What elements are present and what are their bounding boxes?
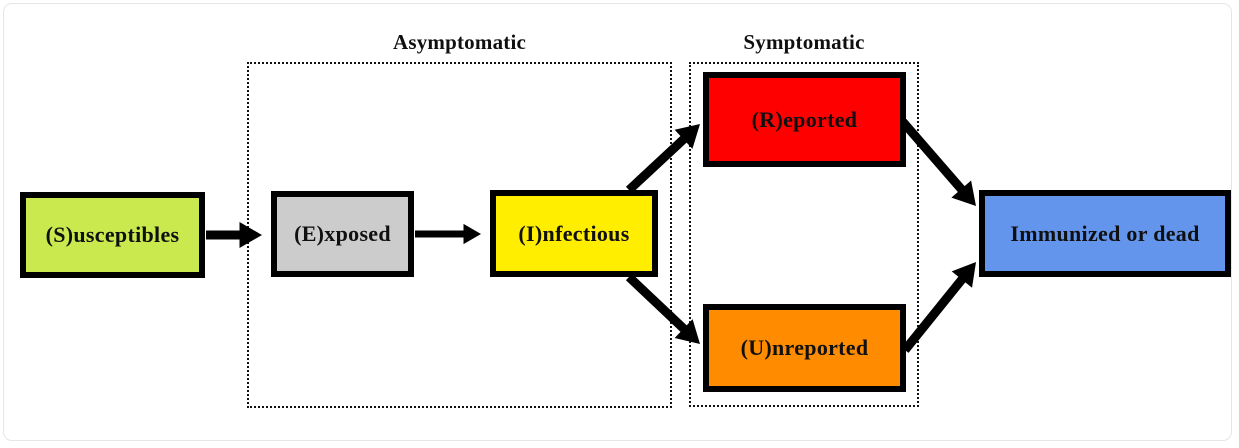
node-label-infectious: (I)nfectious (518, 220, 630, 246)
arrow-head-infectious-to-reported (674, 124, 700, 149)
arrow-head-reported-to-immunized (951, 180, 976, 206)
arrow-head-exposed-to-infectious (463, 223, 481, 245)
node-reported[interactable]: (R)eported (703, 72, 906, 167)
arrow-line-unreported-to-immunized (901, 275, 967, 353)
group-label-asymptomatic: Asymptomatic (392, 30, 527, 54)
arrow-line-infectious-to-reported (625, 135, 688, 194)
arrow-head-infectious-to-unreported (674, 319, 700, 344)
node-unreported[interactable]: (U)nreported (703, 304, 906, 392)
node-exposed[interactable]: (E)xposed (271, 191, 414, 277)
arrow-line-reported-to-immunized (899, 119, 966, 194)
node-immunized-or-dead[interactable]: Immunized or dead (979, 190, 1231, 277)
node-susceptibles[interactable]: (S)usceptibles (20, 192, 205, 278)
node-label-exposed: (E)xposed (294, 221, 391, 246)
arrow-line-infectious-to-unreported (625, 273, 688, 333)
node-label-susceptibles: (S)usceptibles (45, 222, 180, 247)
node-infectious[interactable]: (I)nfectious (490, 190, 658, 277)
group-region-symptomatic (689, 62, 919, 407)
arrow-head-susceptibles-to-exposed (239, 221, 262, 249)
node-label-reported: (R)eported (751, 106, 858, 132)
node-label-unreported: (U)nreported (740, 335, 869, 360)
arrow-head-unreported-to-immunized (951, 262, 976, 288)
node-label-immunized-or-dead: Immunized or dead (1010, 220, 1200, 246)
group-label-symptomatic: Symptomatic (743, 30, 865, 54)
